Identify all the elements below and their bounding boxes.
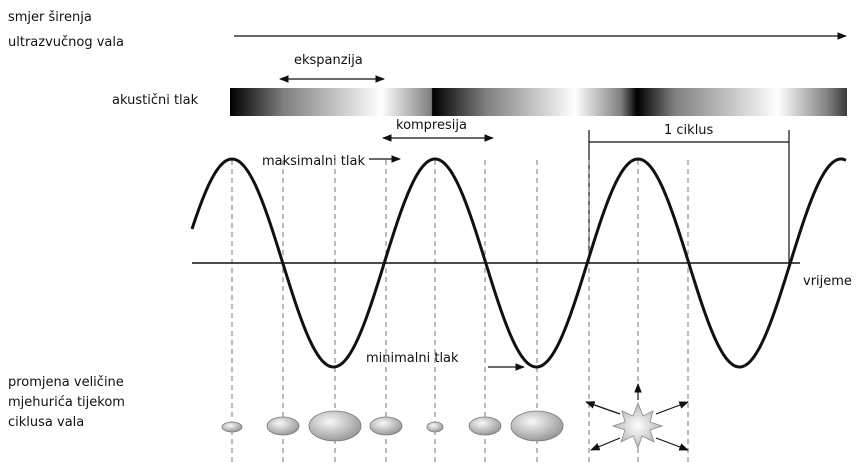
max-pressure-label: maksimalni tlak: [262, 154, 365, 169]
bubble-7: [510, 410, 564, 442]
burst-arrow-lower-right: [655, 437, 689, 451]
bubble-label-line1: promjena veličine: [8, 375, 124, 390]
dashed-guide-lines: [231, 160, 689, 462]
cycle-label: 1 ciklus: [664, 123, 714, 138]
bubble-collapse-burst: [585, 383, 689, 451]
compression-label: kompresija: [396, 118, 467, 133]
bubble-1: [221, 421, 243, 433]
min-pressure-label: minimalni tlak: [366, 351, 459, 366]
burst-arrow-lower-left: [590, 437, 621, 451]
bubble-4: [369, 416, 403, 436]
acoustic-pressure-bar: [230, 88, 847, 116]
bubble-label-line2: mjehurića tijekom: [8, 395, 125, 410]
pressure-wave: [190, 157, 847, 369]
burst-star: [611, 401, 664, 450]
bubble-label-line3: ciklusa vala: [8, 415, 84, 430]
bubble-3: [308, 410, 362, 442]
acoustic-pressure-label: akustični tlak: [112, 93, 199, 108]
time-label: vrijeme: [803, 274, 852, 289]
bubble-6: [468, 416, 502, 436]
direction-label-line2: ultrazvučnog vala: [8, 35, 124, 50]
burst-arrow-upper-left: [585, 401, 621, 415]
direction-label-line1: smjer širenja: [8, 10, 92, 25]
bubble-5: [426, 421, 444, 433]
bubble-row: [221, 410, 564, 442]
burst-arrow-upper-right: [655, 401, 689, 415]
expansion-label: ekspanzija: [294, 53, 363, 68]
bubble-2: [266, 416, 300, 436]
